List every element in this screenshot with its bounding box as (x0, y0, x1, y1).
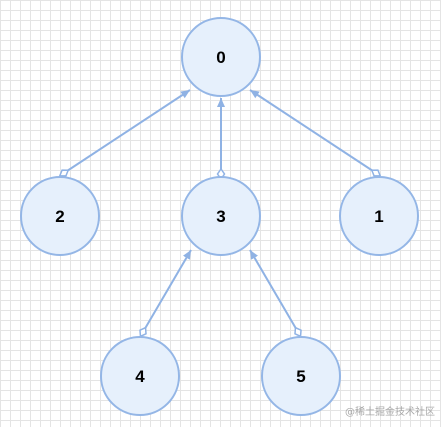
node-5-circle (261, 336, 341, 416)
watermark-text: @稀土掘金技术社区 (345, 407, 435, 418)
node-4-label: 4 (135, 367, 145, 386)
edge-2-to-0 (64, 89, 191, 173)
node-1-label: 1 (374, 207, 383, 226)
edge-1-to-0 (249, 89, 376, 173)
node-3-circle (181, 176, 261, 256)
node-1[interactable]: 1 (339, 176, 419, 256)
node-0[interactable]: 0 (181, 17, 261, 97)
node-0-label: 0 (216, 48, 225, 67)
node-2-label: 2 (55, 207, 64, 226)
node-5-label: 5 (296, 367, 305, 386)
edge-4-to-3 (143, 249, 192, 332)
node-3-label: 3 (216, 207, 225, 226)
node-5[interactable]: 5 (261, 336, 341, 416)
edge-5-to-3 (249, 249, 298, 332)
node-2-circle (20, 176, 100, 256)
node-4[interactable]: 4 (100, 336, 180, 416)
node-4-circle (100, 336, 180, 416)
node-0-circle (181, 17, 261, 97)
node-3[interactable]: 3 (181, 176, 261, 256)
node-1-circle (339, 176, 419, 256)
node-2[interactable]: 2 (20, 176, 100, 256)
